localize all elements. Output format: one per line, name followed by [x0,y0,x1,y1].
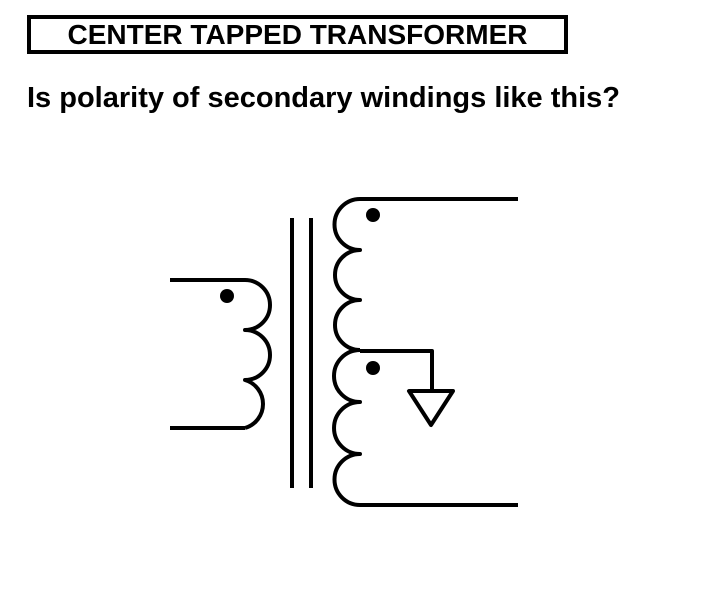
ground-symbol [407,389,455,427]
primary-winding-coil [243,278,272,430]
secondary-lower-polarity-dot [366,361,380,375]
secondary-upper-coil [332,197,362,352]
question-text: Is polarity of secondary windings like t… [27,82,621,114]
secondary-upper-polarity-dot [366,208,380,222]
center-tap-wire [360,349,434,391]
primary-polarity-dot [220,289,234,303]
secondary-lower-coil [332,348,362,507]
page-title: CENTER TAPPED TRANSFORMER [67,18,528,50]
title-box: CENTER TAPPED TRANSFORMER [27,15,568,54]
